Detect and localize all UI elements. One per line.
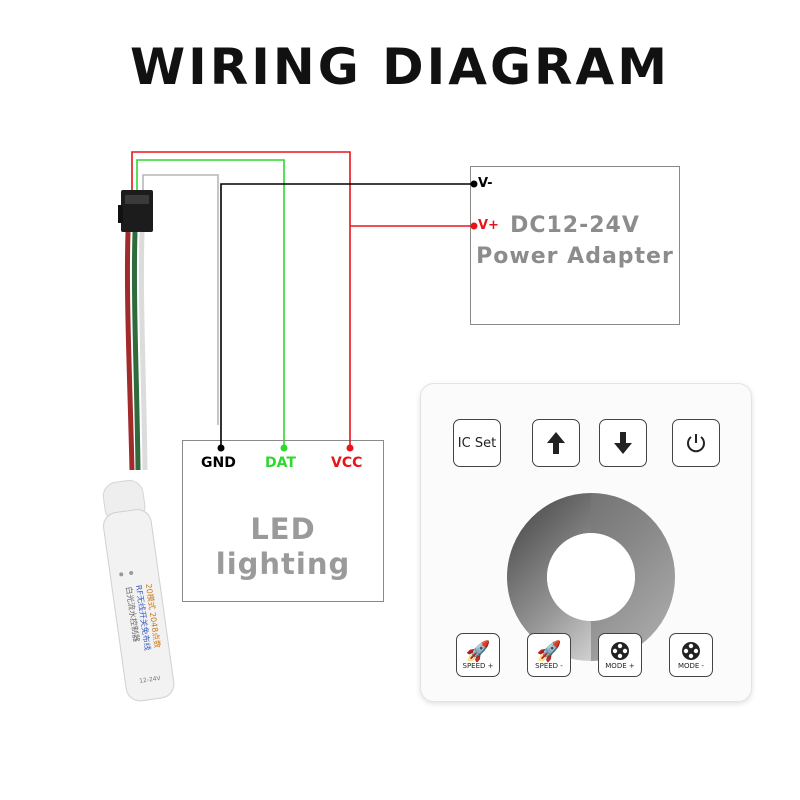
ic-set-label: IC Set [457,435,497,451]
led-lighting-label: LED lighting [182,512,384,582]
power-icon [687,434,705,453]
white-wire [142,174,219,425]
controller-voltage: 12-24V [139,675,162,685]
ribbon-cable [124,231,135,471]
dat-wire [136,159,285,448]
pin-vcc: VCC [331,455,363,471]
touch-control-panel: IC Set 🚀 SPEED + 🚀 SPEED - MODE + MODE - [420,383,752,702]
page-title: WIRING DIAGRAM [130,38,670,96]
dat-dot [280,444,288,452]
vcc-wire [131,151,351,448]
ws2811-controller: 白光流水控制器 RF无线开关免布线 20模式 2048点数 12-24V [102,479,175,702]
speed-down-label: SPEED - [535,661,563,670]
rocket-icon: 🚀 [465,638,491,663]
mode-up-button[interactable]: MODE + [598,633,642,677]
speed-up-button[interactable]: 🚀 SPEED + [456,633,500,677]
v-minus-label: V- [478,176,493,191]
led-lighting-box [182,440,384,602]
speed-up-label: SPEED + [462,661,494,670]
adapter-name: Power Adapter [476,244,674,269]
pin-dat: DAT [265,455,296,471]
film-reel-icon [682,641,700,660]
arrow-up-icon [547,432,565,454]
ic-set-button[interactable]: IC Set [453,419,501,467]
arrow-down-icon [614,432,632,454]
vminus-dot [470,180,478,188]
led-label-line2: lighting [215,547,351,581]
gnd-dot [217,444,225,452]
up-button[interactable] [532,419,580,467]
power-adapter-label: DC12-24V Power Adapter [470,210,680,272]
speed-down-button[interactable]: 🚀 SPEED - [527,633,571,677]
pin-gnd: GND [201,455,236,471]
mode-up-label: MODE + [605,661,635,670]
mode-down-button[interactable]: MODE - [669,633,713,677]
led-label-line1: LED [250,512,316,546]
rocket-icon: 🚀 [536,638,562,663]
vcc-dot [346,444,354,452]
power-adapter-box [470,166,680,325]
down-button[interactable] [599,419,647,467]
gnd-wire [220,183,474,448]
mode-down-label: MODE - [677,661,705,670]
adapter-voltage: DC12-24V [510,213,640,238]
vplus-dot [470,222,478,230]
v-plus-label: V+ [478,218,499,233]
power-button[interactable] [672,419,720,467]
film-reel-icon [611,641,629,660]
